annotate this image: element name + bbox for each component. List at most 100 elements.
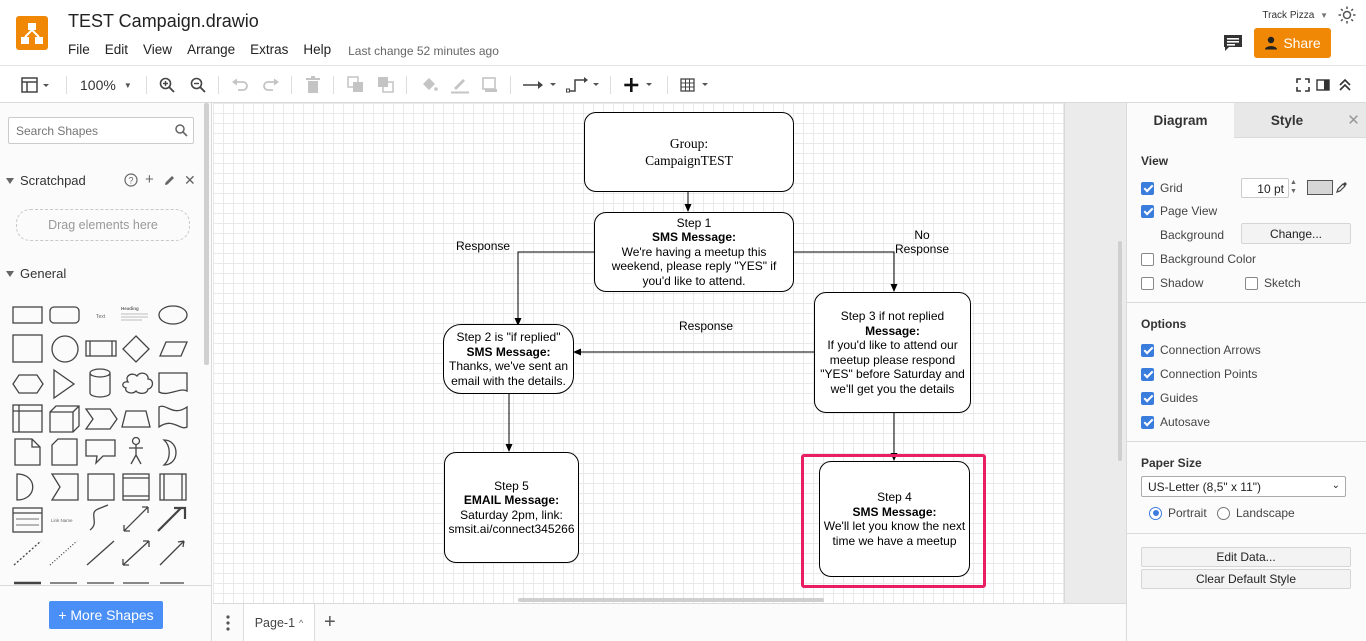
guides-option[interactable]: Guides bbox=[1141, 391, 1198, 405]
scratchpad-collapse-icon[interactable] bbox=[6, 178, 14, 184]
general-title[interactable]: General bbox=[20, 266, 67, 281]
undo-button[interactable] bbox=[231, 75, 249, 95]
page-tab-page-1[interactable]: Page-1 ^ bbox=[243, 604, 315, 641]
edge-label-no-response[interactable]: No Response bbox=[887, 228, 957, 256]
collapse-header-button[interactable] bbox=[1338, 75, 1352, 95]
sketch-label: Sketch bbox=[1264, 276, 1301, 290]
connection-arrows-option[interactable]: Connection Arrows bbox=[1141, 343, 1261, 357]
edge-label-response-mid[interactable]: Response bbox=[679, 319, 734, 333]
more-shapes-button[interactable]: + More Shapes bbox=[49, 601, 163, 629]
general-collapse-icon[interactable] bbox=[6, 271, 14, 277]
step4-node[interactable]: Step 4 SMS Message: We'll let you know t… bbox=[819, 461, 970, 577]
menu-edit[interactable]: Edit bbox=[104, 42, 129, 57]
to-front-button[interactable] bbox=[347, 75, 365, 95]
grid-size-stepper[interactable]: ▲▼ bbox=[1290, 179, 1297, 195]
shadow-option[interactable]: Shadow bbox=[1141, 276, 1203, 290]
help-icon[interactable]: ? bbox=[124, 173, 138, 192]
add-icon[interactable]: + bbox=[145, 171, 154, 188]
close-icon[interactable]: ✕ bbox=[184, 172, 196, 188]
connection-points-checkbox[interactable] bbox=[1141, 367, 1154, 381]
comments-icon[interactable] bbox=[1222, 33, 1244, 58]
drawio-logo[interactable] bbox=[16, 16, 48, 50]
edge-step1-to-step2[interactable] bbox=[514, 251, 594, 326]
close-icon[interactable]: ✕ bbox=[1340, 103, 1366, 138]
diagram-canvas[interactable]: Group: CampaignTEST Step 1 SMS Message: … bbox=[213, 103, 1126, 603]
tab-diagram[interactable]: Diagram bbox=[1127, 103, 1234, 138]
waypoints-dropdown[interactable] bbox=[566, 75, 602, 95]
step1-node[interactable]: Step 1 SMS Message: We're having a meetu… bbox=[594, 212, 794, 292]
search-icon[interactable] bbox=[175, 124, 188, 142]
edge-label-response-left[interactable]: Response bbox=[456, 239, 511, 253]
background-color-option[interactable]: Background Color bbox=[1141, 252, 1256, 266]
grid-size-input[interactable]: 10 pt bbox=[1241, 178, 1289, 198]
landscape-radio[interactable] bbox=[1217, 506, 1230, 520]
general-shapes-palette[interactable]: Text Heading Link Name bbox=[8, 299, 198, 585]
fullscreen-button[interactable] bbox=[1296, 75, 1310, 95]
search-shapes-input[interactable] bbox=[8, 117, 194, 144]
portrait-radio[interactable] bbox=[1149, 506, 1162, 520]
group-node[interactable]: Group: CampaignTEST bbox=[584, 112, 794, 192]
fill-color-button[interactable] bbox=[420, 75, 438, 95]
edit-pencil-icon[interactable] bbox=[163, 174, 176, 192]
edge-step1-to-step3[interactable] bbox=[793, 251, 898, 292]
sketch-checkbox[interactable] bbox=[1245, 276, 1258, 290]
landscape-option[interactable]: Landscape bbox=[1217, 506, 1295, 520]
autosave-checkbox[interactable] bbox=[1141, 415, 1154, 429]
menu-file[interactable]: File bbox=[68, 42, 90, 57]
table-dropdown[interactable] bbox=[680, 75, 714, 95]
insert-dropdown[interactable] bbox=[624, 75, 658, 95]
shadow-button[interactable] bbox=[481, 75, 499, 95]
toggle-format-panel-button[interactable] bbox=[1316, 75, 1330, 95]
shadow-checkbox[interactable] bbox=[1141, 276, 1154, 290]
scratchpad-drop-zone[interactable]: Drag elements here bbox=[16, 209, 190, 241]
scratchpad-title[interactable]: Scratchpad bbox=[20, 173, 86, 188]
guides-checkbox[interactable] bbox=[1141, 391, 1154, 405]
sketch-option[interactable]: Sketch bbox=[1245, 276, 1301, 290]
page-view-option[interactable]: Page View bbox=[1141, 204, 1217, 218]
canvas-horizontal-scrollbar[interactable] bbox=[518, 598, 824, 602]
eyedropper-icon[interactable] bbox=[1335, 180, 1347, 199]
last-change-status[interactable]: Last change 52 minutes ago bbox=[348, 44, 499, 58]
zoom-dropdown[interactable]: 100% ▼ bbox=[80, 75, 132, 95]
theme-sun-icon[interactable] bbox=[1338, 6, 1356, 29]
menu-view[interactable]: View bbox=[143, 42, 173, 57]
user-menu[interactable]: Track Pizza ▼ bbox=[1262, 10, 1328, 21]
grid-option[interactable]: Grid bbox=[1141, 181, 1183, 195]
step3-node[interactable]: Step 3 if not replied Message: If you'd … bbox=[814, 292, 971, 413]
document-title[interactable]: TEST Campaign.drawio bbox=[68, 11, 259, 31]
share-button[interactable]: Share bbox=[1254, 28, 1331, 58]
grid-checkbox[interactable] bbox=[1141, 181, 1154, 195]
grid-color-swatch[interactable] bbox=[1307, 180, 1333, 195]
add-page-icon[interactable]: + bbox=[324, 611, 336, 633]
pages-menu-icon[interactable] bbox=[225, 615, 231, 636]
menu-extras[interactable]: Extras bbox=[250, 42, 289, 57]
clear-default-style-button[interactable]: Clear Default Style bbox=[1141, 569, 1351, 589]
paper-size-select[interactable]: US-Letter (8,5" x 11") ⌄ bbox=[1141, 476, 1346, 497]
to-back-button[interactable] bbox=[377, 75, 395, 95]
canvas-vertical-scrollbar[interactable] bbox=[1118, 241, 1122, 461]
edit-data-button[interactable]: Edit Data... bbox=[1141, 547, 1351, 567]
connection-points-option[interactable]: Connection Points bbox=[1141, 367, 1257, 381]
menu-help[interactable]: Help bbox=[303, 42, 332, 57]
zoom-out-button[interactable] bbox=[190, 75, 206, 95]
autosave-option[interactable]: Autosave bbox=[1141, 415, 1210, 429]
menu-arrange[interactable]: Arrange bbox=[187, 42, 236, 57]
format-panel-toggle[interactable] bbox=[20, 75, 50, 95]
background-color-checkbox[interactable] bbox=[1141, 252, 1154, 266]
step2-node[interactable]: Step 2 is "if replied" SMS Message: Than… bbox=[443, 324, 574, 394]
page-view-checkbox[interactable] bbox=[1141, 204, 1154, 218]
background-color-label: Background Color bbox=[1160, 252, 1257, 266]
tab-style[interactable]: Style bbox=[1234, 103, 1340, 138]
shapes-panel-scrollbar[interactable] bbox=[204, 103, 209, 365]
portrait-option[interactable]: Portrait bbox=[1149, 506, 1207, 520]
redo-button[interactable] bbox=[262, 75, 280, 95]
connection-arrows-checkbox[interactable] bbox=[1141, 343, 1154, 357]
user-name: Track Pizza bbox=[1262, 10, 1315, 21]
background-change-button[interactable]: Change... bbox=[1241, 223, 1351, 244]
step5-node[interactable]: Step 5 EMAIL Message: Saturday 2pm, link… bbox=[444, 452, 579, 563]
delete-button[interactable] bbox=[305, 75, 321, 95]
line-color-button[interactable] bbox=[450, 75, 470, 95]
zoom-in-button[interactable] bbox=[159, 75, 175, 95]
format-panel: Diagram Style ✕ View Grid 10 pt ▲▼ Page … bbox=[1126, 103, 1366, 641]
connection-style-dropdown[interactable] bbox=[522, 75, 558, 95]
